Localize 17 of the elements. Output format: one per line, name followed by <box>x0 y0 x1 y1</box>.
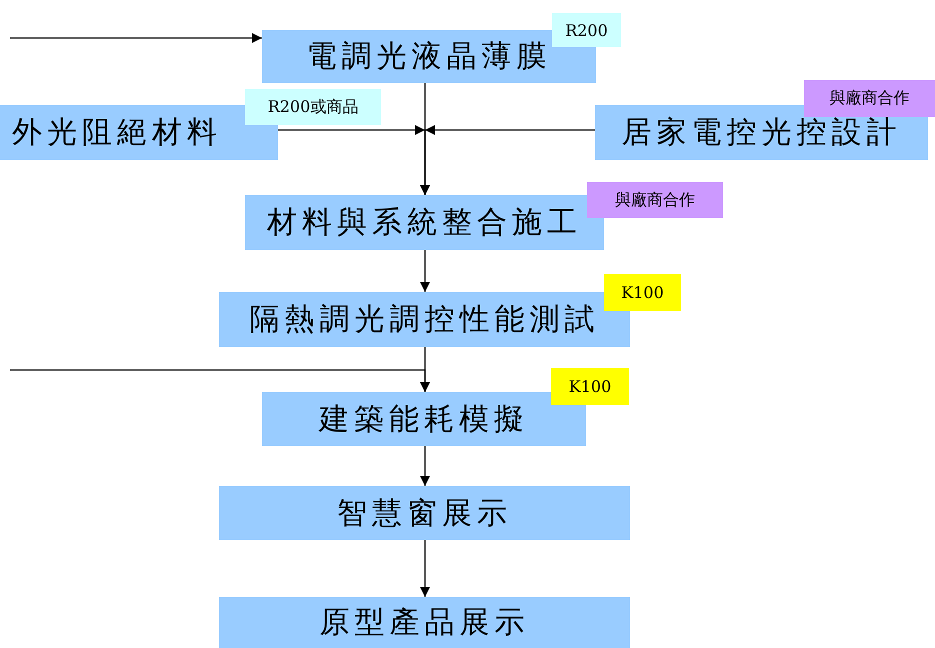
process-box: 材料與系統整合施工 <box>245 195 604 250</box>
tag-label: 與廠商合作 <box>804 80 935 117</box>
tag-label: 與廠商合作 <box>587 182 723 218</box>
process-box: 建築能耗模擬 <box>262 392 586 446</box>
arrow <box>10 33 262 43</box>
arrow <box>10 369 430 392</box>
process-box: 智慧窗展示 <box>219 486 630 540</box>
process-box: 原型產品展示 <box>219 597 630 648</box>
process-box: 居家電控光控設計 <box>595 105 928 160</box>
tag-label: K100 <box>551 368 629 405</box>
arrow <box>420 540 430 597</box>
tag-label: R200 <box>552 13 621 47</box>
arrow <box>420 250 430 292</box>
arrow <box>420 446 430 486</box>
tag-label: R200或商品 <box>245 89 381 125</box>
arrow <box>420 125 595 195</box>
tag-label: K100 <box>604 274 681 311</box>
